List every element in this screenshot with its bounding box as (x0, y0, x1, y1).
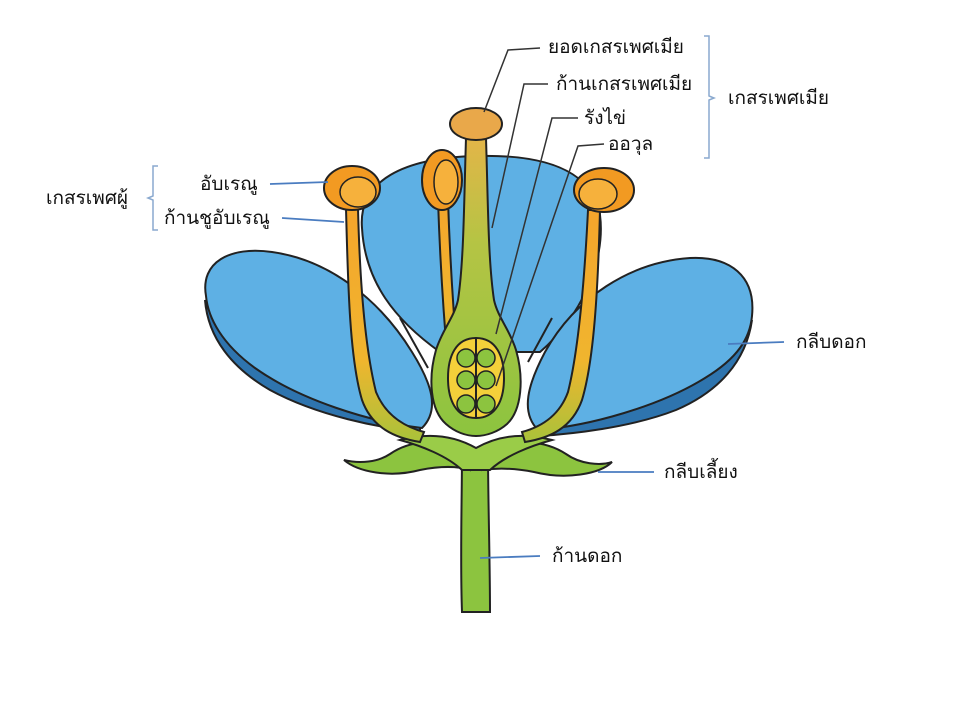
anther-left (323, 165, 381, 211)
peduncle-shape (460, 449, 492, 613)
label-ovule: ออวุล (608, 133, 654, 155)
pointer-ovule (495, 143, 605, 387)
receptacle (396, 434, 556, 471)
label-stamen-group: เกสรเพศผู้ (46, 187, 129, 209)
label-stigma: ยอดเกสรเพศเมีย (548, 36, 684, 58)
pointer-petal (727, 341, 785, 345)
petal-fold-right (527, 317, 553, 363)
petal-fold-left (399, 317, 429, 369)
stigma-shape (449, 107, 503, 141)
label-peduncle: ก้านดอก (552, 545, 623, 567)
pointer-style (491, 83, 548, 229)
pointer-stigma (483, 47, 541, 113)
pointer-lines-dark (483, 47, 605, 387)
label-sepal: กลีบเลี้ยง (664, 461, 738, 483)
left-petal (204, 249, 434, 430)
pointer-ovary (495, 117, 578, 335)
label-pistil-group: เกสรเพศเมีย (728, 87, 830, 109)
bracket-pistil (704, 35, 717, 159)
label-ovary: รังไข่ (584, 107, 627, 129)
ovules (456, 348, 496, 414)
label-style: ก้านเกสรเพศเมีย (556, 73, 693, 95)
anther-inner-left (421, 149, 463, 211)
pointer-lines-blue (269, 181, 785, 559)
filament-far-right (520, 209, 602, 444)
label-petal: กลีบดอก (796, 331, 867, 353)
pointer-peduncle (479, 555, 541, 559)
pointer-anther (269, 181, 329, 185)
label-filament: ก้านชูอับเรณู (164, 207, 270, 229)
anther-right (573, 167, 635, 213)
pointer-filament (281, 217, 345, 223)
label-anther: อับเรณู (200, 173, 258, 195)
bracket-stamen (145, 165, 158, 231)
filament-far-left (344, 207, 426, 444)
